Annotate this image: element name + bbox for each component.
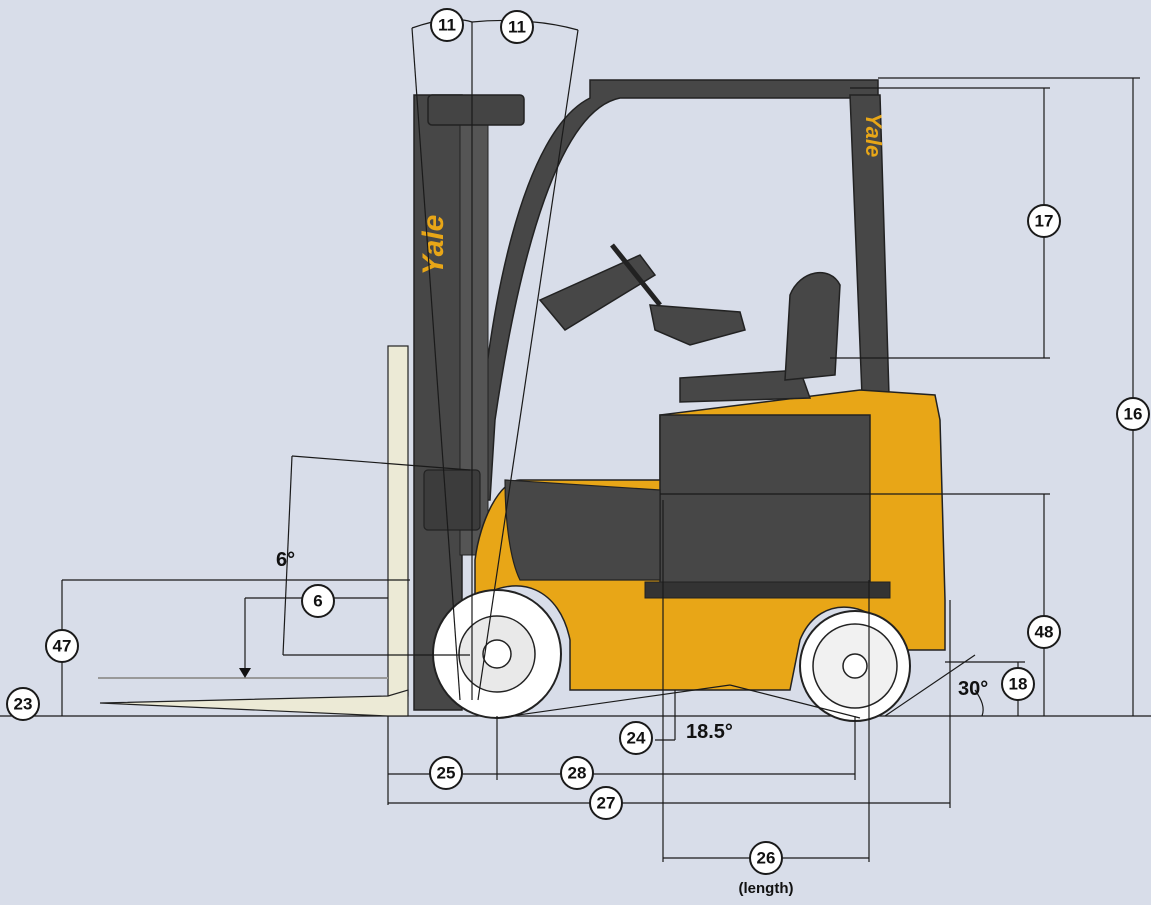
svg-text:28: 28 [568,764,587,783]
badge-lift-height: 47 [45,629,79,663]
badge-tilt-fwd: 11 [430,8,464,42]
badge-guard-clearance: 17 [1027,204,1061,238]
svg-text:23: 23 [14,695,33,714]
svg-text:16: 16 [1124,405,1143,424]
svg-text:27: 27 [597,794,616,813]
svg-text:18: 18 [1009,675,1028,694]
badge-load-center: 6 [301,584,335,618]
badge-seat-height: 48 [1027,615,1061,649]
badge-fork-thickness: 23 [6,687,40,721]
svg-text:11: 11 [438,16,456,35]
mast-logo: Yale [417,215,450,276]
rear-wheel [799,610,911,722]
length-note: (length) [739,880,794,897]
svg-text:17: 17 [1035,212,1054,231]
badge-overall-height: 16 [1116,397,1150,431]
mast-tilt-angle: 6° [276,549,295,571]
front-wheel [432,589,562,719]
svg-text:48: 48 [1035,623,1054,642]
dimension-lines [61,18,1140,862]
svg-text:25: 25 [437,764,456,783]
badge-length: 26 [749,841,783,875]
under-clearance-angle: 18.5° [686,721,733,743]
badge-tilt-back: 11 [500,10,534,44]
svg-text:11: 11 [508,18,526,37]
svg-text:24: 24 [627,729,646,748]
guard-logo: Yale [861,113,886,157]
forks [98,345,409,717]
badge-overall-length: 27 [589,786,623,820]
badge-step-height: 18 [1001,667,1035,701]
departure-angle: 30° [958,678,988,700]
operator-seat [610,243,841,403]
badge-load-to-axle: 25 [429,756,463,790]
badge-ground-clearance: 24 [619,721,653,755]
badge-wheelbase: 28 [560,756,594,790]
forklift-illustration: Yale Yale [98,79,946,722]
svg-text:26: 26 [757,849,776,868]
svg-text:47: 47 [53,637,72,656]
svg-text:6: 6 [313,592,322,611]
truck-body [474,389,946,691]
mast: Yale [413,94,525,711]
